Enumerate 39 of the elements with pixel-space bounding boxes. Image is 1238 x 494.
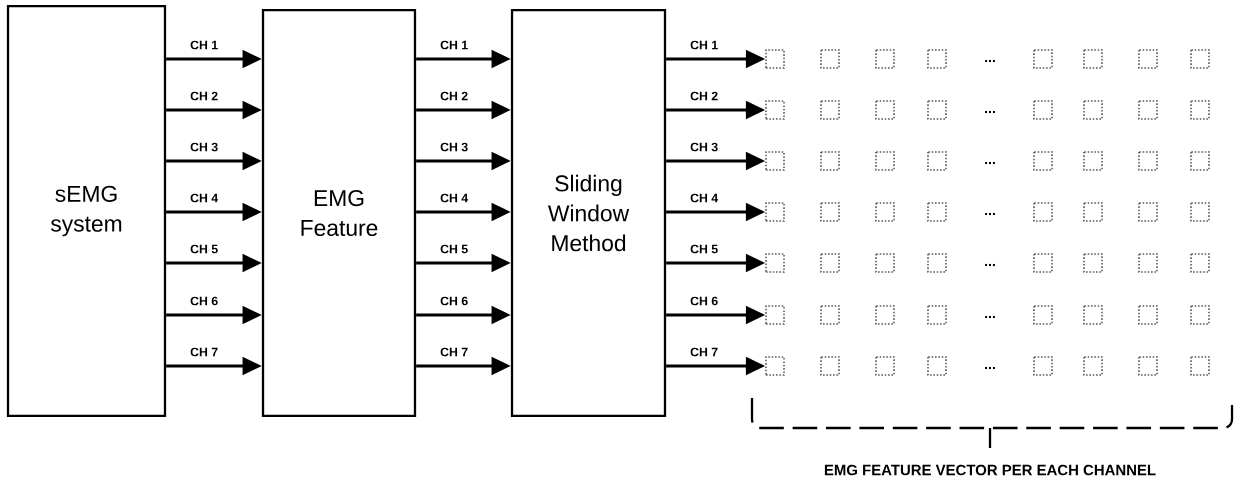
edge-label: CH 5 <box>440 244 468 254</box>
edge-label: CH 2 <box>690 91 718 101</box>
ellipsis-text: ... <box>985 110 995 114</box>
feature-square <box>765 49 785 69</box>
edge-label: CH 3 <box>440 142 468 152</box>
ellipsis-text: ... <box>985 315 995 319</box>
ellipsis-text: ... <box>985 212 995 216</box>
ellipsis-text: ... <box>985 161 995 165</box>
edge-label: CH 7 <box>190 347 218 357</box>
caption-text: EMG FEATURE VECTOR PER EACH CHANNEL <box>824 464 1156 476</box>
feature-square <box>765 305 785 325</box>
feature-square <box>765 151 785 171</box>
process-box: Sliding Window Method <box>510 8 667 418</box>
edge-label: CH 7 <box>440 347 468 357</box>
ellipsis-text: ... <box>985 366 995 370</box>
edge-label: CH 6 <box>440 296 468 306</box>
process-box: sEMG system <box>6 4 167 418</box>
edge-label: CH 6 <box>190 296 218 306</box>
edge-label: CH 5 <box>190 244 218 254</box>
process-box: EMG Feature <box>261 8 417 418</box>
edge-label: CH 3 <box>690 142 718 152</box>
ellipsis-text: ... <box>985 59 995 63</box>
edge-label: CH 5 <box>690 244 718 254</box>
edge-label: CH 7 <box>690 347 718 357</box>
feature-square <box>765 202 785 222</box>
edge-label: CH 1 <box>190 40 218 50</box>
ellipsis-text: ... <box>985 263 995 267</box>
feature-square <box>765 356 785 376</box>
edge-label: CH 4 <box>690 193 719 203</box>
edge-label: CH 3 <box>190 142 218 152</box>
feature-square <box>765 100 785 120</box>
edge-label: CH 1 <box>440 40 468 50</box>
edge-label: CH 1 <box>690 40 718 50</box>
edge-label: CH 2 <box>440 91 468 101</box>
edge-label: CH 4 <box>440 193 469 203</box>
edge-label: CH 6 <box>690 296 718 306</box>
edge-label: CH 4 <box>190 193 219 203</box>
feature-square <box>765 253 785 273</box>
edge-label: CH 2 <box>190 91 218 101</box>
